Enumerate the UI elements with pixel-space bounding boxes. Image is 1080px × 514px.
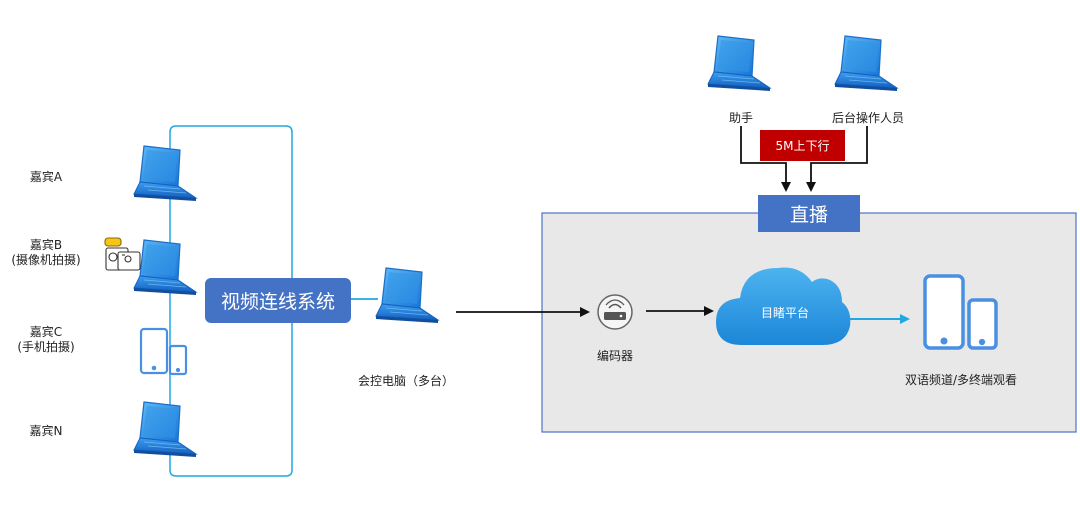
guest-c-label: 嘉宾C (手机拍摄) (8, 325, 84, 355)
live-title-box (758, 195, 860, 232)
assistant-label: 助手 (728, 111, 753, 125)
tablet-phone-icon (139, 327, 188, 376)
assistant-line (740, 126, 791, 192)
guest-b-laptop-icon (133, 239, 197, 296)
bandwidth-box (760, 130, 845, 161)
guest-n-laptop-icon (133, 401, 197, 458)
video-system-loop (169, 125, 293, 477)
guest-a-label: 嘉宾A (29, 170, 63, 184)
guest-c-note: (手机拍摄) (17, 340, 75, 354)
encoder-icon (597, 294, 633, 330)
backend-line (806, 126, 868, 192)
guest-a-laptop-icon (133, 145, 197, 202)
backend-operator-label: 后台操作人员 (831, 111, 904, 125)
video-system-label: 视频连线系统 (220, 291, 335, 313)
multi-terminal-icon (923, 274, 998, 350)
live-title: 直播 (789, 204, 828, 226)
bandwidth-label: 5M上下行 (775, 139, 830, 153)
viewers-label: 双语频道/多终端观看 (904, 373, 1018, 387)
platform-label: 目睹平台 (760, 305, 809, 320)
backend-laptop-icon (834, 35, 898, 92)
guest-b-label: 嘉宾B (摄像机拍摄) (8, 238, 84, 268)
guest-n-label: 嘉宾N (29, 424, 63, 438)
camera-icon (104, 237, 141, 271)
video-system-box (205, 278, 351, 323)
control-pc-label: 会控电脑（多台） (357, 374, 454, 388)
control-pc-laptop-icon (375, 267, 439, 324)
encoder-label: 编码器 (596, 349, 633, 363)
assistant-laptop-icon (707, 35, 771, 92)
cloud-platform-icon (716, 267, 851, 345)
guest-b-note: (摄像机拍摄) (11, 253, 81, 267)
